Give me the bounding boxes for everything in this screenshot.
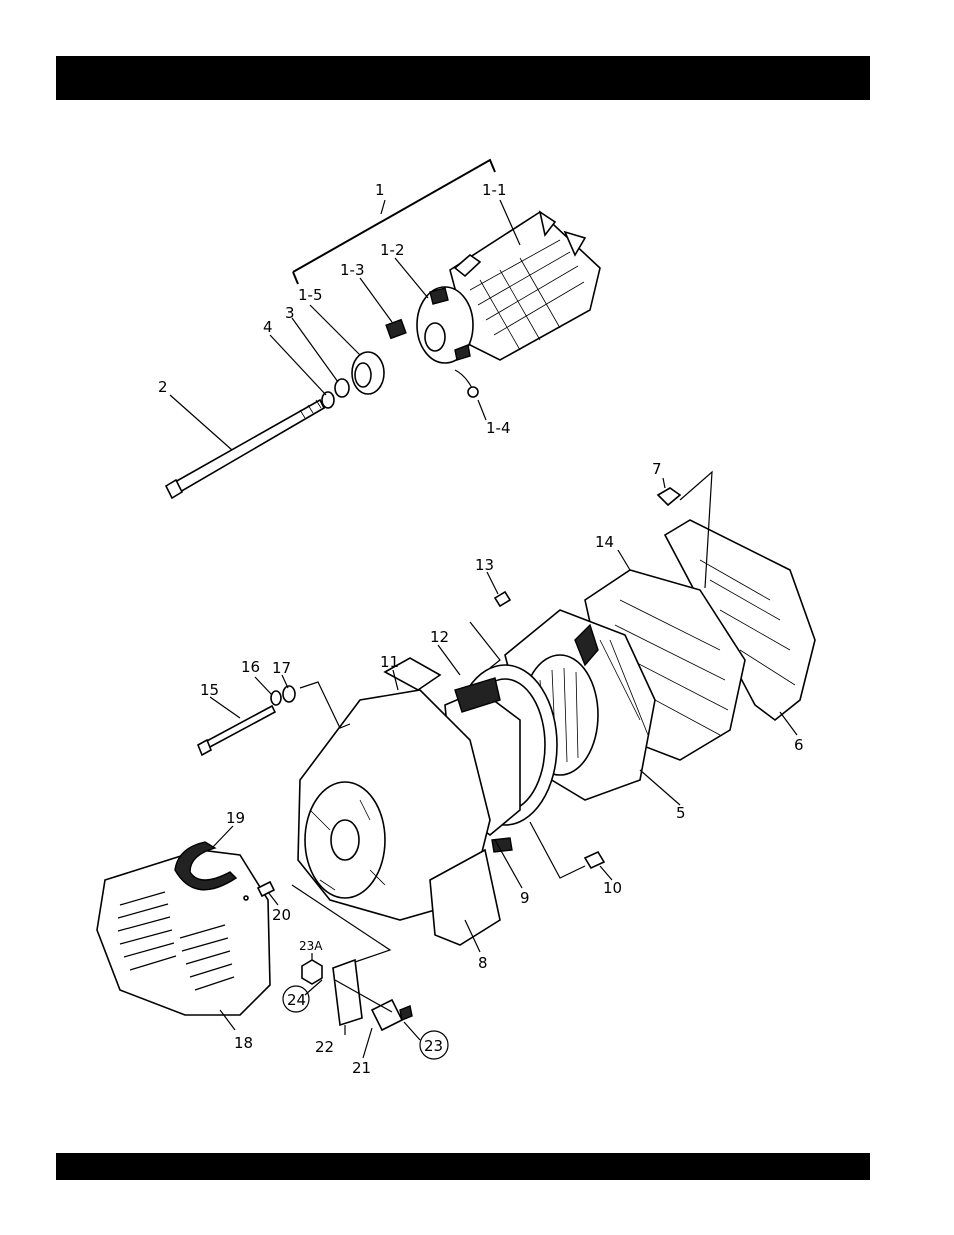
ring-terminal (468, 387, 478, 397)
small-bolt-10 (585, 852, 604, 868)
callout-5: 5 (676, 804, 686, 822)
callout-1-2: 1-2 (380, 241, 405, 259)
callout-13: 13 (475, 556, 494, 574)
callout-6: 6 (794, 736, 804, 754)
callout-8: 8 (478, 954, 488, 972)
callout-2: 2 (158, 378, 168, 396)
callout-14: 14 (595, 533, 614, 551)
callout-1: 1 (375, 181, 385, 199)
callout-15: 15 (200, 681, 219, 699)
diode-part (386, 320, 406, 339)
washer-17 (283, 686, 295, 702)
lock-washer-16 (271, 691, 281, 705)
callout-9: 9 (520, 889, 530, 907)
lock-washer (322, 392, 334, 408)
footer-bar (56, 1153, 870, 1180)
callout-1-5: 1-5 (298, 286, 323, 304)
callout-24: 24 (287, 991, 306, 1009)
callout-4: 4 (263, 318, 273, 336)
callout-7: 7 (652, 460, 662, 478)
callout-1-3: 1-3 (340, 261, 365, 279)
callout-17: 17 (272, 659, 291, 677)
through-bolt (175, 400, 324, 492)
small-bolt-13 (495, 592, 510, 606)
callout-20: 20 (272, 906, 291, 924)
callout-11: 11 (380, 653, 399, 671)
generator-housing (198, 472, 815, 945)
screw-20 (258, 882, 274, 896)
callout-1-1: 1-1 (482, 181, 507, 199)
rotor-assembly (166, 160, 600, 498)
callout-21: 21 (352, 1059, 371, 1077)
callout-23: 23 (424, 1037, 443, 1055)
callout-23a: 23A (299, 939, 323, 953)
callout-16: 16 (241, 658, 260, 676)
callout-1-4: 1-4 (486, 419, 511, 437)
long-bolt (205, 706, 275, 748)
hex-nut (302, 960, 322, 984)
callout-3: 3 (285, 304, 295, 322)
callout-19: 19 (226, 809, 245, 827)
small-bolt-7 (658, 488, 680, 505)
callout-22: 22 (315, 1038, 334, 1056)
callout-12: 12 (430, 628, 449, 646)
callout-10: 10 (603, 879, 622, 897)
callout-18: 18 (234, 1034, 253, 1052)
rectifier (372, 1000, 402, 1030)
